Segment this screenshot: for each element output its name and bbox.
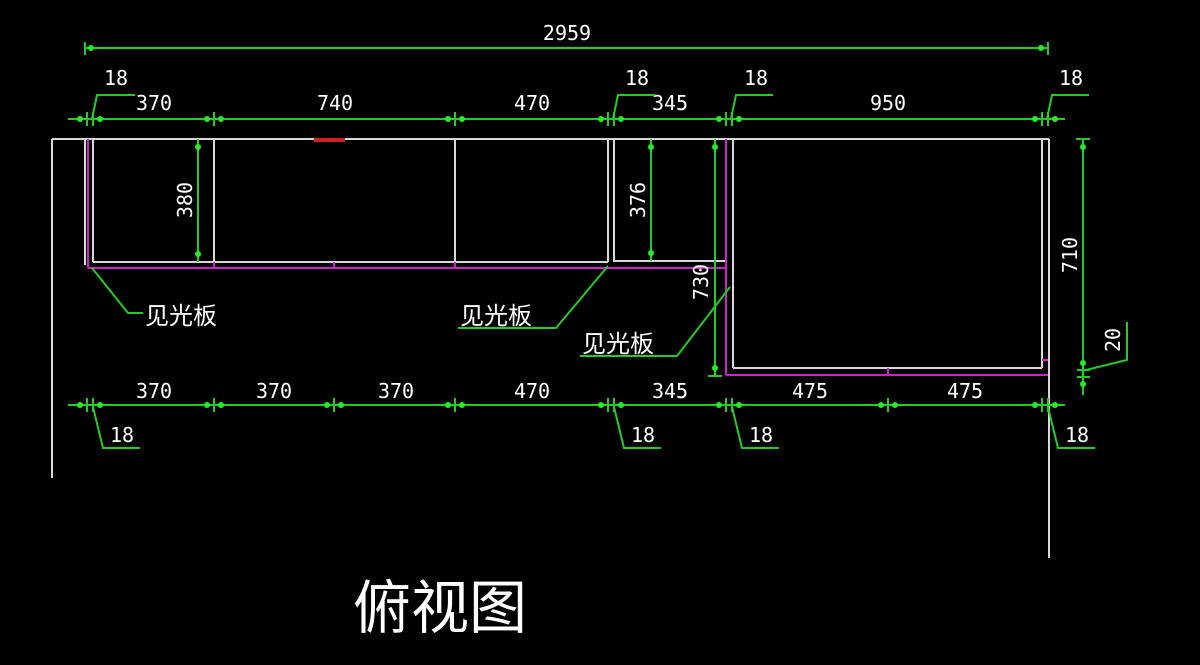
label-visible-panel-1: 见光板 xyxy=(145,302,217,330)
top-dim-2: 740 xyxy=(317,91,353,115)
top-dimension-row: 370 740 470 345 950 18 18 18 18 xyxy=(68,66,1089,126)
vertical-dimensions: 380 376 730 710 20 xyxy=(173,138,1128,395)
vdim-730: 730 xyxy=(689,264,713,300)
drawing-title: 俯视图 xyxy=(353,574,527,642)
top-dim-5: 950 xyxy=(870,91,906,115)
cabinet-outline xyxy=(51,138,1050,558)
label-visible-panel-2: 见光板 xyxy=(460,302,532,330)
top-thickness-4: 18 xyxy=(1059,66,1083,90)
visible-panels xyxy=(87,139,1048,376)
vdim-376: 376 xyxy=(626,182,650,218)
overall-width-label: 2959 xyxy=(543,21,591,45)
bottom-dim-4: 470 xyxy=(514,379,550,403)
bottom-dim-6: 475 xyxy=(792,379,828,403)
top-thickness-3: 18 xyxy=(744,66,768,90)
bottom-thickness-4: 18 xyxy=(1065,423,1089,447)
top-dim-1: 370 xyxy=(136,91,172,115)
bottom-thickness-3: 18 xyxy=(749,423,773,447)
visible-panel-labels: 见光板 见光板 见光板 xyxy=(91,265,731,358)
label-visible-panel-3: 见光板 xyxy=(582,330,654,358)
bottom-dim-5: 345 xyxy=(652,379,688,403)
top-dim-3: 470 xyxy=(514,91,550,115)
top-thickness-2: 18 xyxy=(625,66,649,90)
bottom-dim-7: 475 xyxy=(947,379,983,403)
bottom-thickness-1: 18 xyxy=(110,423,134,447)
bottom-dim-3: 370 xyxy=(378,379,414,403)
vdim-20: 20 xyxy=(1101,328,1125,352)
overall-dimension: 2959 xyxy=(84,21,1049,55)
top-dim-4: 345 xyxy=(652,91,688,115)
bottom-thickness-2: 18 xyxy=(631,423,655,447)
bottom-dim-2: 370 xyxy=(256,379,292,403)
bottom-dim-1: 370 xyxy=(136,379,172,403)
bottom-dimension-row: 370 370 370 470 345 475 475 18 18 18 18 xyxy=(68,379,1095,449)
vdim-380: 380 xyxy=(173,182,197,218)
vdim-710: 710 xyxy=(1058,237,1082,273)
top-thickness-1: 18 xyxy=(104,66,128,90)
marker-rect xyxy=(314,138,345,142)
